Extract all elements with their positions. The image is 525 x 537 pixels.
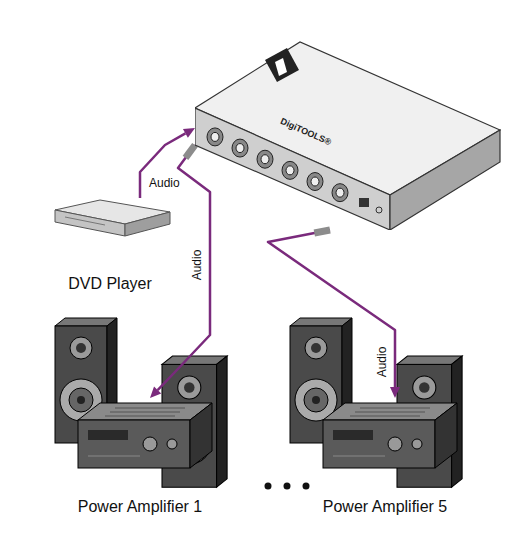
power-amplifier-art [40, 398, 240, 470]
audio-cable [268, 230, 400, 398]
device-caption: Power Amplifier 1 [78, 498, 203, 516]
device-caption: Power Amplifier 5 [323, 498, 448, 516]
ellipsis-dot [265, 483, 272, 490]
cable-label: Audio [190, 248, 204, 283]
cable-line [268, 230, 395, 387]
arrow-head [183, 128, 195, 138]
av-distributor-art [195, 40, 505, 230]
ellipsis-dot [284, 483, 291, 490]
arrow-head [150, 387, 161, 398]
av-distributor: DigiTOOLS® [195, 40, 505, 230]
dvd-player-art [45, 198, 175, 238]
power-amplifier: Power Amplifier 5 [285, 398, 485, 516]
arrow-head [390, 387, 400, 398]
cable-label: Audio [147, 176, 182, 190]
cable-plug [185, 145, 195, 158]
power-amplifier-art [285, 398, 485, 470]
dvd-player: DVD Player [45, 198, 175, 293]
cable-plug [314, 230, 330, 233]
audio-cable [140, 128, 195, 198]
ellipsis-dot [303, 483, 310, 490]
power-amplifier: Power Amplifier 1 [40, 398, 240, 516]
device-caption: DVD Player [68, 275, 152, 293]
cable-label: Audio [375, 345, 389, 380]
